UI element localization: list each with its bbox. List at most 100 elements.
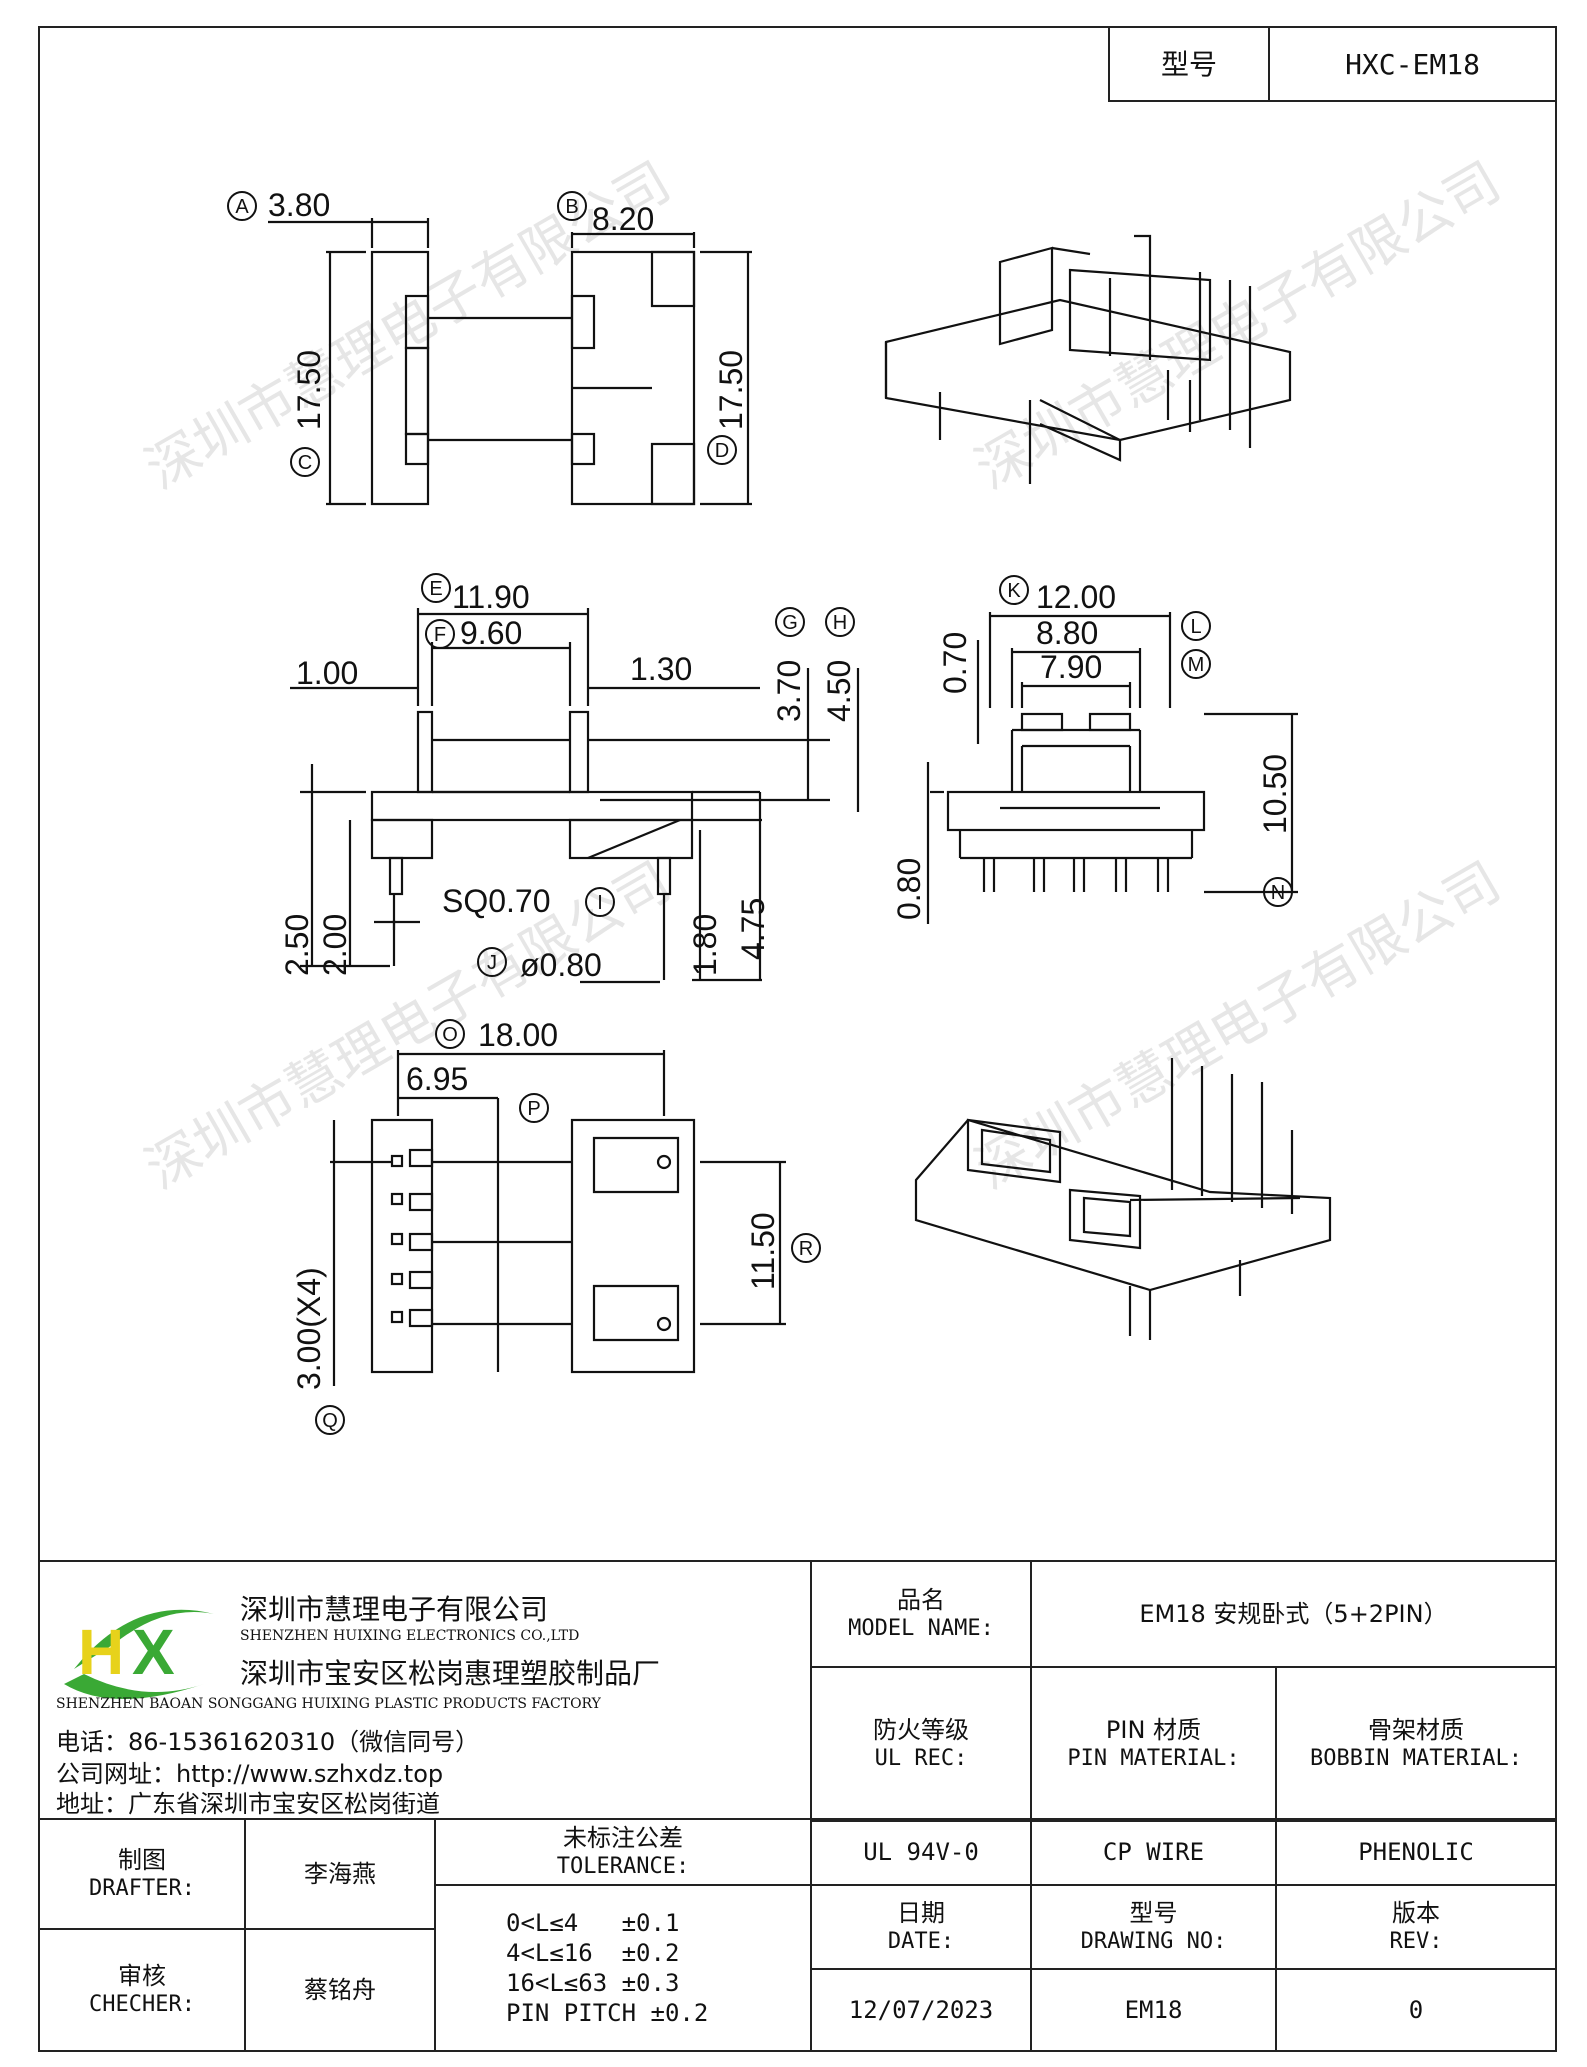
marker-letter: L [1190, 616, 1201, 638]
tolerance-en: TOLERANCE: [556, 1854, 690, 1880]
drafter-en: DRAFTER: [89, 1876, 195, 1902]
dim-e: 11.90 [452, 579, 530, 615]
marker-letter: J [487, 952, 497, 974]
marker-p: P [519, 1093, 549, 1123]
iso-view-top [884, 234, 1292, 484]
company-phone: 电话：86-15361620310（微信同号） [56, 1728, 480, 1756]
dim-p: 6.95 [406, 1061, 468, 1097]
marker-circle [791, 1233, 821, 1263]
tolerance-line-3: 16<L≤63 ±0.3 [506, 1969, 680, 1997]
logo-swoosh-bottom [64, 1674, 204, 1699]
marker-letter: R [799, 1238, 813, 1260]
dimension-labels: 3.80 8.20 17.50 17.50 11.90 9.60 3.70 4.… [268, 187, 1293, 1390]
model-name-cn: 品名 [897, 1586, 945, 1615]
ul-value: UL 94V-0 [863, 1838, 979, 1866]
marker-circle [290, 447, 320, 477]
tolerance-line-1: 0<L≤4 ±0.1 [506, 1909, 680, 1937]
marker-j: J [477, 947, 507, 977]
marker-r: R [791, 1233, 821, 1263]
marker-letter: P [527, 1098, 540, 1120]
dim-k: 12.00 [1036, 579, 1116, 615]
drawing-no-en: DRAWING NO: [1080, 1929, 1227, 1955]
drawing-no-value-cell: EM18 [1030, 1968, 1277, 2052]
marker-c: C [290, 447, 320, 477]
checker-label-cell: 审核 CHECHER: [38, 1928, 246, 2052]
model-value: HXC-EM18 [1345, 47, 1480, 81]
marker-letter: Q [322, 1410, 338, 1432]
marker-q: Q [315, 1405, 345, 1435]
tolerance-line-2: 4<L≤16 ±0.2 [506, 1939, 680, 1967]
marker-b: B [557, 191, 587, 221]
dim-side-left: 1.00 [296, 655, 358, 691]
pin-value: CP WIRE [1102, 1838, 1205, 1866]
dim-a: 3.80 [268, 187, 330, 223]
drafter-name: 李海燕 [304, 1860, 376, 1888]
company-block: H X 深圳市慧理电子有限公司 SHENZHEN HUIXING ELECTRO… [38, 1560, 812, 1820]
marker-circle [1181, 611, 1211, 641]
marker-o: O [435, 1019, 465, 1049]
marker-letter: E [429, 578, 442, 600]
marker-circle [425, 619, 455, 649]
marker-a: A [227, 191, 257, 221]
date-label-cell: 日期 DATE: [810, 1884, 1032, 1970]
marker-letter: N [1271, 882, 1285, 904]
dim-q: 3.00(X4) [291, 1267, 327, 1390]
dim-n: 10.50 [1257, 754, 1293, 834]
marker-i: I [585, 887, 615, 917]
model-label: 型号 [1160, 47, 1217, 81]
checker-cn: 审核 [118, 1962, 166, 1991]
marker-letter: B [565, 196, 578, 218]
bobbin-value: PHENOLIC [1358, 1838, 1474, 1866]
marker-letter: H [833, 612, 847, 634]
drafter-name-cell: 李海燕 [244, 1818, 436, 1930]
ul-rec-label-cell: 防火等级 UL REC: [810, 1666, 1032, 1822]
model-name-value-cell: EM18 安规卧式（5+2PIN） [1030, 1560, 1557, 1668]
side-view-drawing [290, 608, 860, 984]
marker-circle [421, 573, 451, 603]
dim-i: SQ0.70 [442, 883, 551, 919]
marker-m: M [1181, 649, 1211, 679]
pin-material-cn: PIN 材质 [1105, 1716, 1202, 1745]
company-name-cn: 深圳市慧理电子有限公司 [240, 1593, 549, 1626]
model-value-cell: HXC-EM18 [1268, 26, 1557, 102]
tolerance-cn: 未标注公差 [563, 1824, 683, 1853]
company-factory-cn: 深圳市宝安区松岗惠理塑胶制品厂 [240, 1657, 661, 1690]
ul-rec-cn: 防火等级 [873, 1716, 969, 1745]
marker-circle [435, 1019, 465, 1049]
tolerance-label-cell: 未标注公差 TOLERANCE: [434, 1818, 812, 1886]
marker-circle [557, 191, 587, 221]
date-value: 12/07/2023 [848, 1996, 994, 2024]
logo-letter-h: H [78, 1616, 124, 1688]
drawing-no-value: EM18 [1124, 1996, 1183, 2024]
drawing-no-label-cell: 型号 DRAWING NO: [1030, 1884, 1277, 1970]
dim-m: 7.90 [1040, 649, 1102, 685]
marker-n: N [1263, 877, 1293, 907]
marker-circle [825, 607, 855, 637]
marker-letter: O [442, 1024, 458, 1046]
top-view-drawing [268, 218, 752, 506]
marker-h: H [825, 607, 855, 637]
dim-side-h4: 4.75 [735, 898, 771, 960]
company-website: 公司网址：http://www.szhxdz.top [56, 1760, 444, 1788]
model-name-en: MODEL NAME: [848, 1616, 994, 1642]
model-name-label-cell: 品名 MODEL NAME: [810, 1560, 1032, 1668]
checker-name: 蔡铭舟 [304, 1976, 376, 2004]
checker-name-cell: 蔡铭舟 [244, 1928, 436, 2052]
tolerance-values-cell: 0<L≤4 ±0.1 4<L≤16 ±0.2 16<L≤63 ±0.3 PIN … [434, 1884, 812, 2052]
bobbin-material-en: BOBBIN MATERIAL: [1310, 1746, 1522, 1772]
dim-o: 18.00 [478, 1017, 558, 1053]
front-view-drawing [926, 612, 1298, 924]
marker-f: F [425, 619, 455, 649]
dim-g: 3.70 [771, 660, 807, 722]
dim-side-right: 1.30 [630, 651, 692, 687]
company-factory-en: SHENZHEN BAOAN SONGGANG HUIXING PLASTIC … [56, 1696, 601, 1712]
dim-l: 8.80 [1036, 615, 1098, 651]
dim-front-top: 0.70 [937, 632, 973, 694]
bobbin-material-label-cell: 骨架材质 BOBBIN MATERIAL: [1275, 1666, 1557, 1822]
ul-rec-en: UL REC: [874, 1746, 968, 1772]
technical-drawing: 深圳市慧理电子有限公司 深圳市慧理电子有限公司 深圳市慧理电子有限公司 深圳市慧… [135, 150, 1511, 1435]
model-name-value: EM18 安规卧式（5+2PIN） [1139, 1600, 1448, 1628]
marker-l: L [1181, 611, 1211, 641]
dim-f: 9.60 [460, 615, 522, 651]
